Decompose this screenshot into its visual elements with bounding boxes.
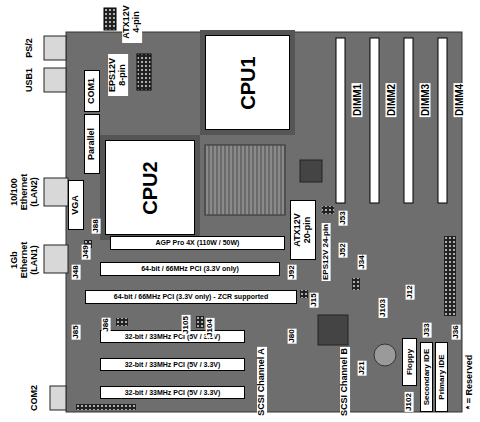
chip <box>300 160 322 182</box>
slot-label: DIMM4 <box>454 83 465 117</box>
node-text: 32-bit / 33MHz PCI (5V / 3.3V) <box>125 361 221 369</box>
jumper-label: J33 <box>423 322 432 337</box>
pin-header <box>76 404 136 410</box>
dimm-slot <box>438 38 447 203</box>
pin-header <box>196 316 204 328</box>
node-text: CPU2 <box>139 161 161 214</box>
expansion-slot: 64-bit / 66MHz PCI (3.3V only) <box>100 262 280 276</box>
jumper-label: J53 <box>339 210 348 225</box>
port-label: 1Gb Ethernet (LAN1) <box>10 233 40 287</box>
chip <box>318 315 348 345</box>
cpu2-area <box>100 135 200 240</box>
jumper-label: J92 <box>288 264 297 279</box>
connector-label: EPS12V 24-pin <box>322 223 331 281</box>
slot-label: DIMM2 <box>386 83 397 117</box>
jumper-label: J86 <box>102 317 111 332</box>
ide-connector: Secondary IDE <box>420 342 433 412</box>
jumper-label: J52 <box>339 242 348 257</box>
node-text: 64-bit / 66MHz PCI (3.3V only) - ZCR sup… <box>114 293 268 301</box>
slot-label: DIMM1 <box>352 83 363 117</box>
port-label: 10/100 Ethernet (LAN2) <box>10 165 40 219</box>
pin-header <box>116 318 128 326</box>
node-text: Parallel <box>87 128 97 160</box>
jumper-label: J34 <box>358 254 367 269</box>
node-text: 64-bit / 66MHz PCI (3.3V only) <box>141 265 239 273</box>
channel-label: SCSI Channel B <box>340 347 350 417</box>
jumper-label: J49 <box>82 244 91 259</box>
jumper-label: J105 <box>182 315 191 335</box>
node-text: CPU1 <box>237 56 259 109</box>
floppy-connector: Floppy <box>402 338 417 386</box>
lan1-port <box>44 245 68 273</box>
connector-label: ATX12V 4-pin <box>122 1 142 43</box>
jumper-label: J104 <box>206 318 215 338</box>
chipset-heatsink <box>205 145 285 215</box>
atx-4pin-connector <box>104 8 116 30</box>
node-text: 32-bit / 33MHz PCI (5V / 3.3V) <box>125 389 221 397</box>
jumper-label: J88 <box>92 218 101 233</box>
ide-connector: Primary IDE <box>435 342 448 412</box>
dimm-slot <box>336 38 345 203</box>
com2-port <box>50 386 66 410</box>
eps-8pin-connector <box>137 54 151 90</box>
dimm-slot <box>370 38 379 203</box>
expansion-slot: 32-bit / 33MHz PCI (5V / 3.3V) <box>100 330 245 343</box>
power-connector: ATX12V 20-pin <box>290 200 316 260</box>
cpu1-area <box>200 30 295 135</box>
jumper-label: J21 <box>358 360 367 375</box>
dimm-slot <box>404 38 413 203</box>
jumper-label: J85 <box>72 324 81 339</box>
jumper-label: J48 <box>72 264 81 279</box>
pin-header <box>322 206 334 214</box>
node-text: Floppy <box>405 349 414 375</box>
node-text: Primary IDE <box>437 354 446 399</box>
port-label: PS/2 <box>25 37 35 59</box>
lan2-port <box>44 178 68 206</box>
node-text: AGP Pro 4X (110W / 50W) <box>156 239 240 247</box>
cpu-socket: CPU1 <box>205 35 290 130</box>
jumper-label: J103 <box>379 298 388 318</box>
slot-label: DIMM3 <box>420 83 431 117</box>
expansion-slot: 32-bit / 33MHz PCI (5V / 3.3V) <box>100 358 245 371</box>
port-label: USB1 <box>25 67 35 93</box>
node-text: COM1 <box>87 78 97 104</box>
jumper-label: J12 <box>406 284 415 299</box>
expansion-slot: 32-bit / 33MHz PCI (5V / 3.3V) <box>100 386 245 399</box>
connector-box: COM1 <box>84 70 100 112</box>
connector-label: EPS12V 8-pin <box>108 54 128 96</box>
node-text: VGA <box>71 195 81 215</box>
jumper-label: J80 <box>288 328 297 343</box>
node-text: Secondary IDE <box>422 349 431 405</box>
jumper-label: J102 <box>405 392 414 412</box>
ps2-port <box>44 36 66 60</box>
pin-header <box>444 236 456 316</box>
jumper-label: J15 <box>310 292 319 307</box>
pin-header <box>300 290 308 298</box>
port-label: COM2 <box>30 384 40 412</box>
note-label: * = Reserved <box>465 354 475 410</box>
jumper-label: J36 <box>452 324 461 339</box>
expansion-slot: AGP Pro 4X (110W / 50W) <box>110 236 285 250</box>
channel-label: SCSI Channel A <box>257 347 267 417</box>
connector-box: VGA <box>68 180 84 230</box>
cpu-socket: CPU2 <box>105 140 195 235</box>
battery <box>374 344 396 366</box>
connector-box: Parallel <box>84 114 100 174</box>
node-text: ATX12V 20-pin <box>293 210 313 250</box>
pin-header <box>352 278 360 290</box>
expansion-slot: 64-bit / 66MHz PCI (3.3V only) - ZCR sup… <box>85 290 297 304</box>
usb-port <box>44 68 66 92</box>
